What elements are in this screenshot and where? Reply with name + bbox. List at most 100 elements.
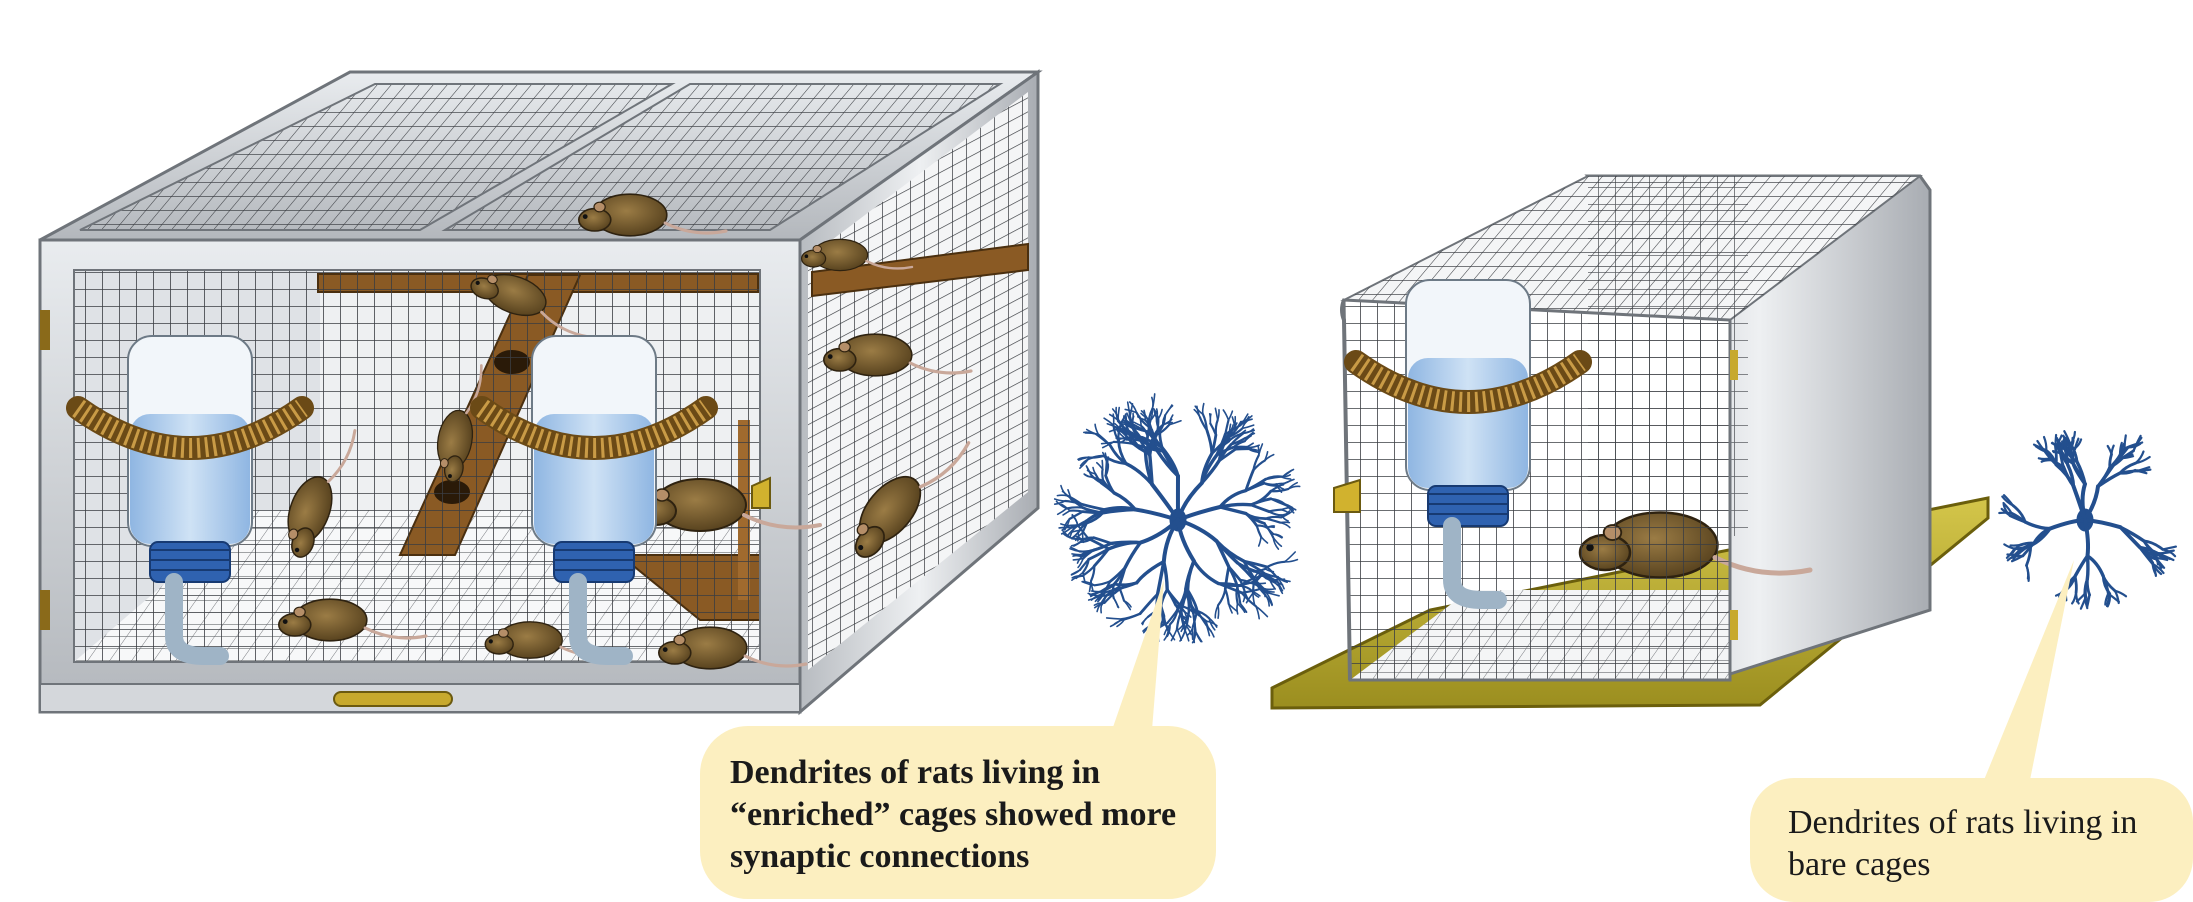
dendrite-branch	[1061, 490, 1072, 500]
dendrite-branch	[1275, 483, 1285, 490]
dendrite-branch	[1064, 499, 1083, 506]
dendrite-branch	[1071, 513, 1079, 526]
dendrite-branch	[1155, 559, 1166, 596]
dendrite-branch	[1214, 407, 1219, 421]
dendrite-branch	[1279, 521, 1291, 529]
dendrite-branch	[2025, 544, 2033, 567]
dendrite-branch	[1217, 443, 1233, 463]
enriched-cage	[38, 69, 1043, 716]
dendrite-branch	[1157, 408, 1163, 420]
callout-line: bare cages	[1788, 846, 1931, 883]
dendrite-branch	[1238, 584, 1254, 592]
dendrite-branch	[1998, 511, 2013, 515]
dendrite-branch	[1241, 424, 1255, 430]
dendrite-branch	[1161, 518, 1180, 564]
dendrite-branch	[1105, 617, 1123, 620]
dendrite-branch	[1275, 485, 1283, 493]
dendrite-branch	[1097, 433, 1112, 447]
dendrite-branch	[1069, 547, 1081, 553]
dendrite-branch	[1214, 604, 1219, 619]
dendrite-branch	[1070, 569, 1081, 576]
dendrite-branch	[1254, 581, 1267, 585]
dendrite-branch	[1201, 402, 1205, 415]
dendrite-branch	[2113, 447, 2126, 465]
dendrite-branch	[2151, 562, 2163, 576]
dendrite-branch	[2061, 464, 2076, 488]
dendrite-branch	[1209, 422, 1217, 437]
dendrite-branch	[1103, 417, 1115, 426]
dendrite-branch	[1208, 413, 1212, 425]
dendrite-branch	[2083, 592, 2088, 605]
dendrite-branch	[2083, 484, 2100, 522]
dendrite-branch	[1070, 537, 1090, 541]
dendrite-branch	[1224, 419, 1230, 436]
dendrite-branch	[1099, 583, 1117, 593]
dendrite-branch	[1264, 517, 1282, 524]
dendrite-branch	[1082, 548, 1095, 560]
dendrite-branch	[1253, 573, 1263, 583]
dendrite-branch	[1061, 503, 1071, 512]
dendrite-branch	[1094, 472, 1103, 484]
dendrite-branch	[1072, 553, 1083, 557]
dendrite-icon	[1998, 430, 2177, 610]
dendrite-branch	[1123, 612, 1142, 621]
dendrite-branch	[1077, 557, 1084, 569]
dendrite-branch	[1275, 482, 1286, 485]
dendrite-branch	[2071, 591, 2078, 605]
dendrite-branch	[1135, 559, 1166, 585]
dendrite-branch	[1259, 588, 1275, 593]
dendrite-branch	[1283, 503, 1294, 509]
dendrite-branch	[1263, 522, 1275, 536]
dendrite-branch	[2104, 592, 2110, 606]
dendrite-branch	[1252, 592, 1256, 606]
dendrite-branch	[1255, 524, 1268, 529]
dendrite-branch	[1218, 505, 1248, 516]
dendrite-branch	[1239, 413, 1249, 426]
dendrite-branch	[1205, 429, 1214, 456]
dendrite-branch	[1104, 461, 1108, 477]
dendrite-branch	[2157, 553, 2175, 562]
dendrite-branch	[1216, 588, 1227, 607]
dendrite-branch	[2037, 457, 2052, 461]
dendrite-branch	[1244, 435, 1252, 442]
dendrite-branch	[1283, 551, 1296, 563]
dendrite-branch	[1123, 541, 1142, 570]
dendrite-branch	[1133, 507, 1180, 522]
dendrite-branch	[1096, 601, 1103, 613]
dendrite-branch	[2049, 456, 2065, 468]
dendrite-branch	[2075, 592, 2086, 603]
dendrite-branch	[1251, 570, 1260, 580]
dendrite-branch	[1146, 419, 1152, 438]
dendrite-branch	[1113, 618, 1126, 625]
dendrite-branch	[1272, 533, 1284, 538]
dendrite-branch	[1244, 477, 1268, 492]
dendrite-branch	[1116, 419, 1128, 438]
dendrite-branch	[1112, 491, 1137, 512]
dendrite-icon	[1053, 393, 1301, 644]
dendrite-branch	[1249, 489, 1273, 507]
dendrite-branch	[1090, 580, 1094, 592]
dendrite-branch	[1236, 602, 1246, 613]
dendrite-branch	[1130, 422, 1140, 439]
dendrite-branch	[1269, 497, 1286, 505]
dendrite-branch	[2072, 462, 2087, 486]
dendrite-branch	[1106, 540, 1142, 551]
dendrite-branch	[1169, 608, 1179, 626]
dendrite-branch	[2029, 526, 2052, 548]
callout-line: Dendrites of rats living in	[1788, 804, 2138, 841]
dendrite-branch	[1081, 580, 1096, 587]
dendrite-branch	[1266, 525, 1276, 529]
dendrite-branch	[1236, 561, 1256, 573]
dendrite-branch	[1228, 424, 1234, 435]
dendrite-branch	[1192, 559, 1221, 586]
dendrite-branch	[1141, 616, 1149, 625]
dendrite-branch	[1287, 481, 1298, 490]
dendrite-branch	[2118, 525, 2142, 549]
dendrite-branch	[1072, 557, 1084, 561]
dendrite-branch	[1124, 408, 1138, 414]
dendrite-branch	[1153, 408, 1160, 420]
callout-line: synaptic connections	[730, 838, 1030, 875]
dendrite-branch	[1264, 475, 1282, 481]
dendrite-branch	[1135, 411, 1150, 428]
dendrite-branch	[1176, 628, 1183, 641]
